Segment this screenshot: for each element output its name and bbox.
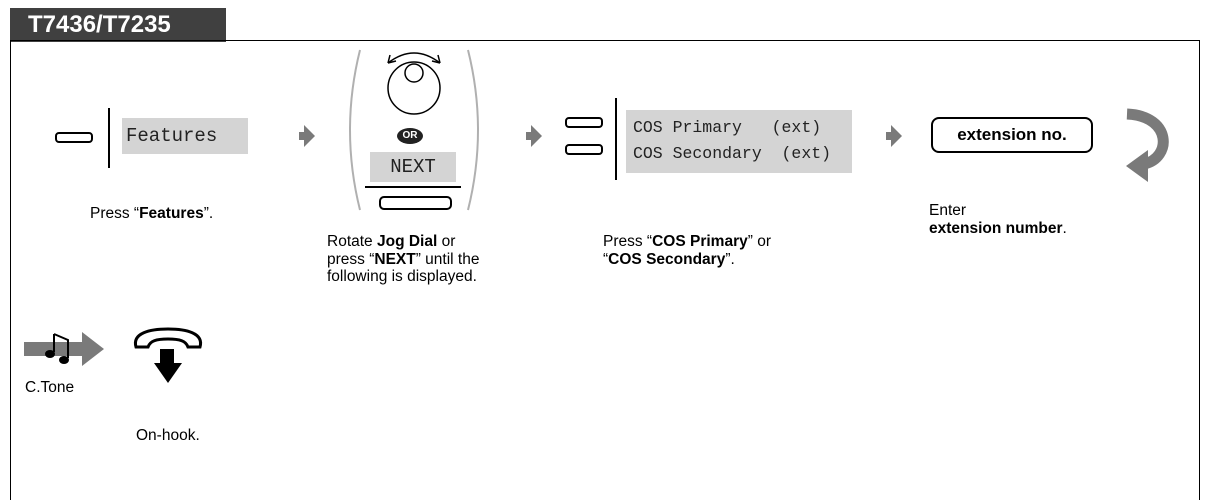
cos-caption: Press “COS Primary” or “COS Secondary”. (603, 233, 771, 268)
extension-no-key: extension no. (931, 117, 1093, 153)
features-lcd: Features (122, 118, 248, 154)
tone-label: C.Tone (25, 379, 75, 396)
soft-key-icon (565, 117, 603, 128)
confirmation-tone-icon (24, 332, 104, 366)
features-caption: Press “Features”. (90, 205, 214, 222)
onhook-label: On-hook. (136, 427, 200, 444)
jog-caption: Rotate Jog Dial or press “NEXT” until th… (327, 233, 480, 285)
or-badge: OR (397, 128, 423, 144)
soft-key-icon (55, 132, 93, 143)
procedure-frame (10, 40, 1200, 500)
flow-arrow-icon (886, 125, 902, 147)
model-tab: T7436/T7235 (10, 8, 226, 42)
repeat-arrow-icon (1126, 108, 1169, 182)
on-hook-icon (133, 327, 203, 383)
next-soft-key-icon (379, 196, 452, 210)
extension-caption: Enter extension number. (929, 202, 1067, 237)
cos-lcd: COS Primary (ext)COS Secondary (ext) (626, 110, 852, 173)
soft-key-icon (565, 144, 603, 155)
flow-arrow-icon (526, 125, 542, 147)
next-lcd: NEXT (370, 152, 456, 182)
flow-arrow-icon (299, 125, 315, 147)
lcd-edge-line (615, 98, 617, 180)
jog-dial-icon (349, 49, 479, 211)
next-divider (365, 186, 461, 188)
lcd-edge-line (108, 108, 110, 168)
